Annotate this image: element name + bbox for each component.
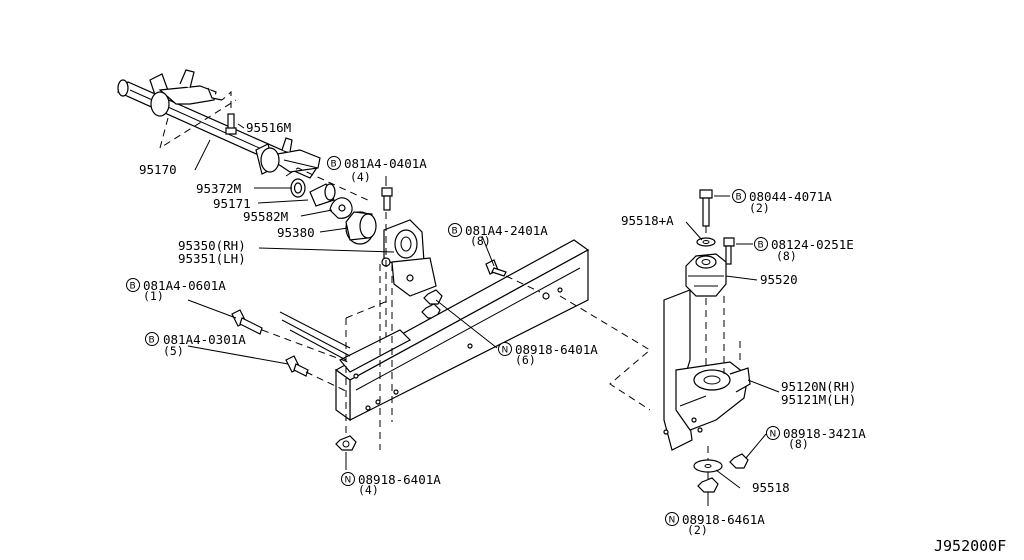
callout-081a4-0401a: B 081A4-0401A (4) (327, 156, 427, 184)
callout-08044-4071a: B 08044-4071A (2) (732, 189, 832, 215)
bushing-stack (290, 178, 377, 245)
svg-text:(4): (4) (350, 170, 371, 184)
svg-text:(6): (6) (515, 353, 536, 367)
nut-08918-3421a (729, 453, 749, 469)
svg-text:N: N (669, 516, 676, 526)
svg-text:08918-6401A: 08918-6401A (358, 472, 441, 487)
svg-text:95350(RH): 95350(RH) (178, 238, 246, 253)
callout-08918-6401a-4: N 08918-6401A (4) (341, 472, 441, 497)
svg-text:N: N (345, 476, 352, 486)
callout-95350-rh: 95350(RH) (178, 238, 246, 253)
svg-text:(8): (8) (776, 249, 797, 263)
callout-08918-6461a: N 08918-6461A (2) (665, 512, 765, 537)
callout-95520: 95520 (760, 272, 798, 287)
callout-95170: 95170 (139, 162, 177, 177)
bolt-081a4-0301a (285, 355, 309, 377)
callout-08124-0251e: B 08124-0251E (8) (754, 237, 854, 263)
svg-text:95582M: 95582M (243, 209, 288, 224)
diagram-reference-code: J952000F (934, 537, 1006, 555)
callout-95582m: 95582M (243, 209, 288, 224)
svg-text:95516M: 95516M (246, 120, 291, 135)
svg-text:08918-6401A: 08918-6401A (515, 342, 598, 357)
svg-text:081A4-0401A: 081A4-0401A (344, 156, 427, 171)
svg-text:08044-4071A: 08044-4071A (749, 189, 832, 204)
svg-text:B: B (452, 227, 458, 237)
callout-95121m-lh: 95121M(LH) (781, 392, 856, 407)
bolt-95516m (221, 90, 237, 135)
svg-text:(1): (1) (143, 289, 164, 303)
callout-95120n-rh: 95120N(RH) (781, 379, 856, 394)
svg-text:B: B (149, 336, 155, 346)
svg-text:081A4-0601A: 081A4-0601A (143, 278, 226, 293)
svg-text:B: B (736, 193, 742, 203)
bolt-081a4-0601a (231, 309, 263, 335)
bolt-081a4-0401a (381, 187, 393, 340)
svg-text:B: B (758, 241, 764, 251)
svg-text:95120N(RH): 95120N(RH) (781, 379, 856, 394)
callout-95380: 95380 (277, 225, 315, 240)
svg-text:(5): (5) (163, 344, 184, 358)
svg-text:081A4-0301A: 081A4-0301A (163, 332, 246, 347)
svg-text:(4): (4) (358, 483, 379, 497)
svg-text:95372M: 95372M (196, 181, 241, 196)
svg-text:95171: 95171 (213, 196, 251, 211)
svg-text:N: N (770, 430, 777, 440)
svg-text:08124-0251E: 08124-0251E (771, 237, 854, 252)
svg-text:95121M(LH): 95121M(LH) (781, 392, 856, 407)
callout-95518: 95518 (752, 480, 790, 495)
svg-text:95518+A: 95518+A (621, 213, 674, 228)
bracket-nuts (421, 289, 443, 319)
callout-95372m: 95372M (196, 181, 241, 196)
nut-08918-6461a (697, 477, 719, 493)
washer-95518 (693, 459, 723, 473)
svg-text:08918-6461A: 08918-6461A (682, 512, 765, 527)
bolt-081a4-2401a (485, 259, 507, 277)
svg-text:(8): (8) (788, 437, 809, 451)
svg-text:B: B (331, 160, 337, 170)
callout-95516m: 95516M (246, 120, 291, 135)
callout-081a4-0601a: B 081A4-0601A (1) (126, 278, 226, 303)
washer-95518a (696, 237, 716, 247)
svg-text:N: N (502, 346, 509, 356)
body-mount-95520 (685, 253, 727, 297)
callout-081a4-2401a: B 081A4-2401A (8) (448, 223, 548, 248)
leader-lines (187, 123, 780, 506)
svg-text:B: B (130, 282, 136, 292)
frame-rail (279, 239, 590, 422)
callout-081a4-0301a: B 081A4-0301A (5) (145, 332, 246, 358)
svg-text:08918-3421A: 08918-3421A (783, 426, 866, 441)
svg-text:081A4-2401A: 081A4-2401A (465, 223, 548, 238)
callout-08918-6401a-6: N 08918-6401A (6) (498, 342, 598, 367)
callout-08918-3421a: N 08918-3421A (8) (766, 426, 866, 451)
stabilizer-bracket (381, 219, 437, 297)
callout-95518a: 95518+A (621, 213, 674, 228)
callout-95171: 95171 (213, 196, 251, 211)
nut-08918-6401a-lower (335, 435, 357, 451)
bolt-08124-0251e (723, 237, 735, 265)
svg-text:95520: 95520 (760, 272, 798, 287)
svg-text:(2): (2) (749, 201, 770, 215)
svg-text:(2): (2) (687, 523, 708, 537)
svg-text:95518: 95518 (752, 480, 790, 495)
callout-95351-lh: 95351(LH) (178, 251, 246, 266)
bolt-08044-4071a (699, 189, 713, 227)
stabilizer-bar (116, 69, 321, 179)
svg-text:95170: 95170 (139, 162, 177, 177)
body-mount-bracket (663, 289, 751, 451)
svg-text:95380: 95380 (277, 225, 315, 240)
svg-text:(8): (8) (470, 234, 491, 248)
svg-text:95351(LH): 95351(LH) (178, 251, 246, 266)
assembly-lines (159, 99, 741, 480)
